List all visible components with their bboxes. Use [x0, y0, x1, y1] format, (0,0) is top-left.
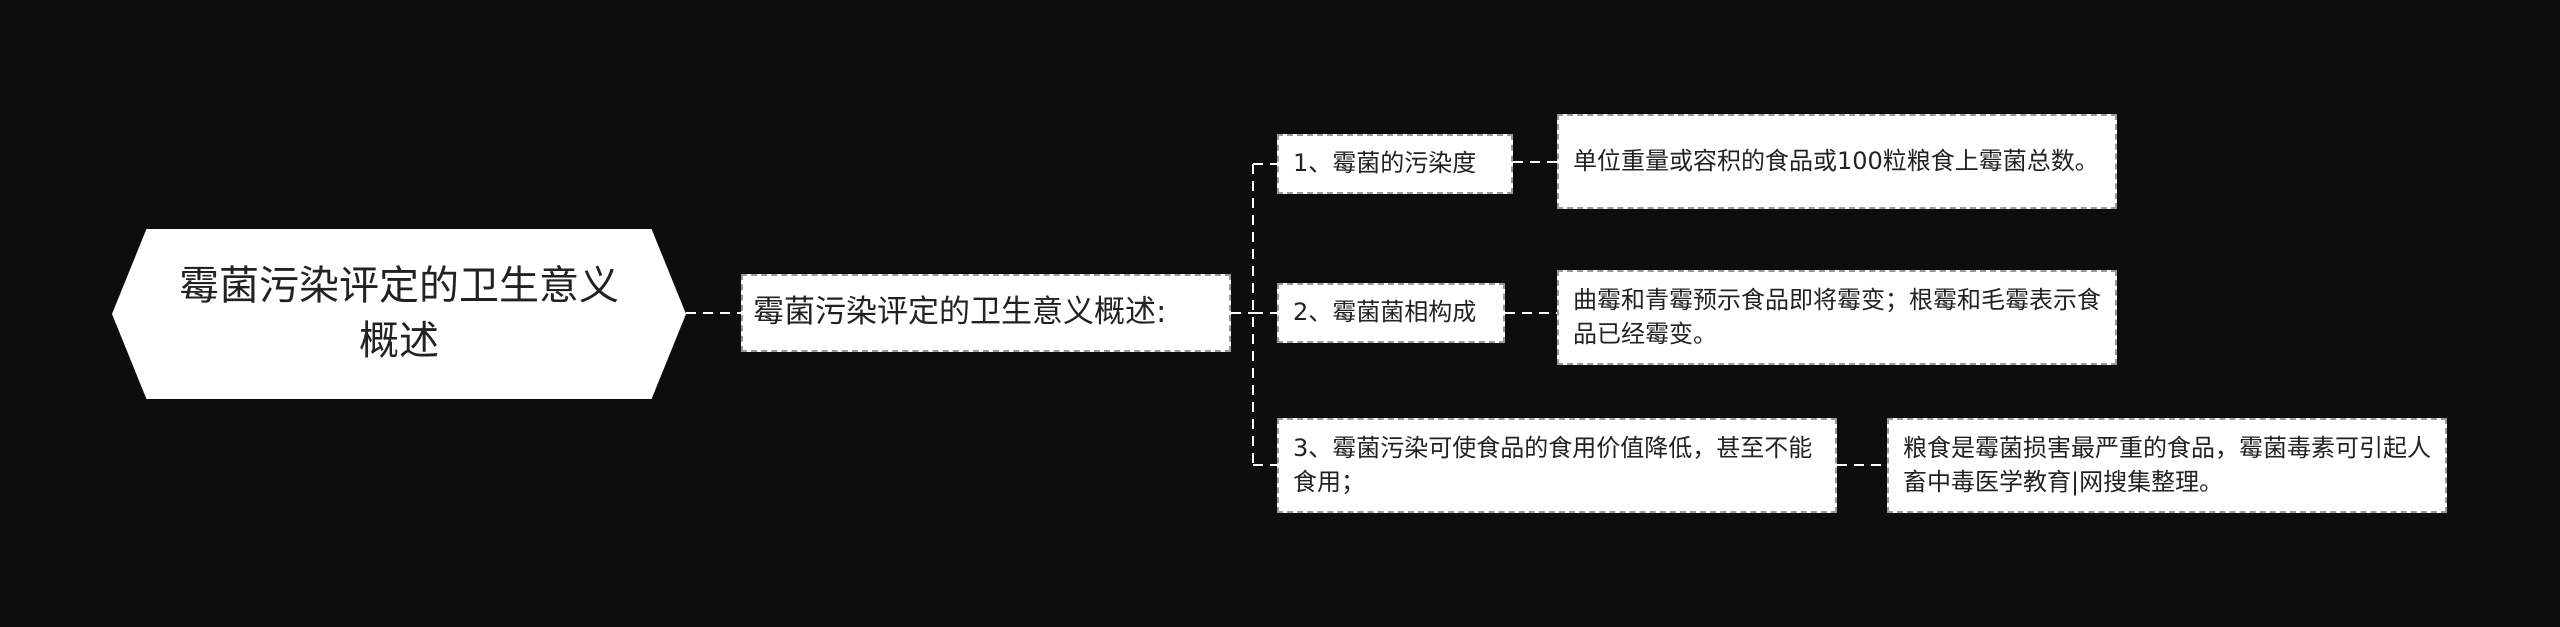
detail-1-text: 单位重量或容积的食品或100粒粮食上霉菌总数。: [1573, 146, 2099, 175]
main-topic-node[interactable]: 霉菌污染评定的卫生意义概述:: [741, 274, 1231, 352]
root-topic-label: 霉菌污染评定的卫生意义概述: [179, 262, 619, 364]
branch-node-3[interactable]: 3、霉菌污染可使食品的食用价值降低，甚至不能食用；: [1277, 418, 1837, 513]
detail-node-1[interactable]: 单位重量或容积的食品或100粒粮食上霉菌总数。: [1557, 114, 2117, 209]
detail-2-text: 曲霉和青霉预示食品即将霉变；根霉和毛霉表示食品已经霉变。: [1573, 285, 2101, 348]
main-topic-label: 霉菌污染评定的卫生意义概述:: [753, 294, 1167, 331]
detail-node-2[interactable]: 曲霉和青霉预示食品即将霉变；根霉和毛霉表示食品已经霉变。: [1557, 270, 2117, 365]
root-topic-node[interactable]: 霉菌污染评定的卫生意义概述: [112, 229, 686, 399]
detail-node-3[interactable]: 粮食是霉菌损害最严重的食品，霉菌毒素可引起人畜中毒医学教育|网搜集整理。: [1887, 418, 2447, 513]
branch-1-label: 1、霉菌的污染度: [1293, 149, 1477, 178]
branch-2-label: 2、霉菌菌相构成: [1293, 298, 1477, 327]
branch-3-label: 3、霉菌污染可使食品的食用价值降低，甚至不能食用；: [1293, 433, 1813, 496]
branch-node-2[interactable]: 2、霉菌菌相构成: [1277, 283, 1505, 343]
branch-node-1[interactable]: 1、霉菌的污染度: [1277, 134, 1513, 194]
detail-3-text: 粮食是霉菌损害最严重的食品，霉菌毒素可引起人畜中毒医学教育|网搜集整理。: [1903, 433, 2431, 496]
